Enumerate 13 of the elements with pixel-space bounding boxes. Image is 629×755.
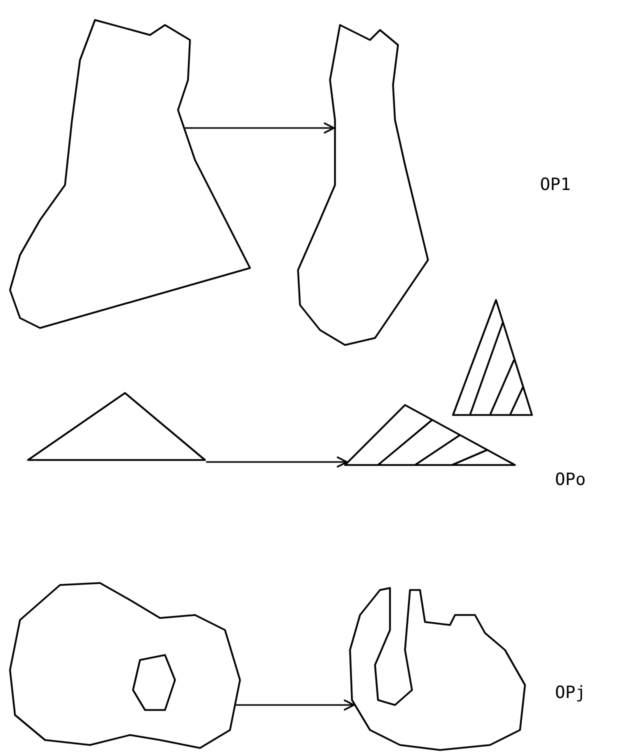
operation-label: OPo <box>555 470 586 490</box>
arrow <box>206 456 348 468</box>
irregular-shape <box>298 25 428 345</box>
arrow <box>185 122 335 134</box>
hatched-triangle <box>345 405 515 465</box>
ring-shape <box>10 583 240 748</box>
arrow <box>236 699 355 711</box>
hatched-triangle <box>453 300 532 415</box>
irregular-shape <box>10 20 250 328</box>
operation-label: OP1 <box>540 175 571 195</box>
notched-shape <box>350 588 525 750</box>
triangle-shape <box>28 393 205 460</box>
operation-label: OPj <box>555 683 586 703</box>
